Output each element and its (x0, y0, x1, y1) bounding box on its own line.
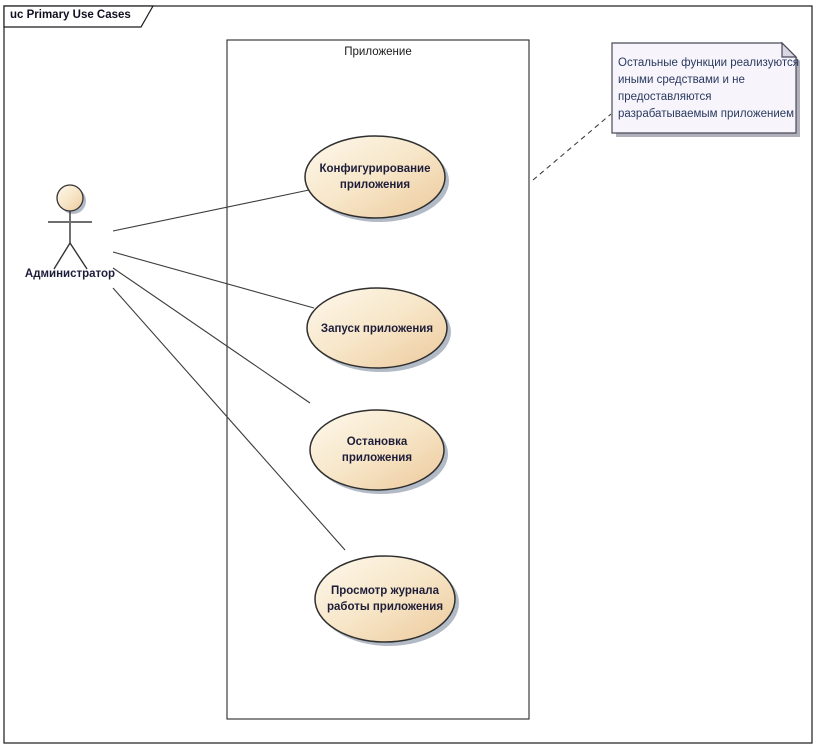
usecase-start-label: Запуск приложения (292, 320, 462, 337)
usecase-configure-application (304, 135, 446, 219)
usecase-configure-line2: приложения (339, 179, 411, 191)
usecase-view-log-line2: работы приложения (326, 601, 444, 613)
association-start-application (112, 251, 315, 309)
usecase-view-log-label: Просмотр журнала работы приложения (300, 582, 470, 616)
system-boundary-label: Приложение (344, 46, 412, 58)
note-text-line2: иными средствами и не (618, 74, 745, 86)
note-text-line4: разрабатываемым приложением (618, 108, 795, 120)
usecase-view-application-log (314, 555, 456, 643)
actor-label: Администратор (24, 268, 116, 280)
usecase-start-application (306, 287, 448, 369)
usecase-start-line1: Запуск приложения (320, 322, 434, 335)
actor-left-leg (53, 242, 71, 270)
association-stop-application (112, 267, 311, 404)
frame-title: uc Primary Use Cases (10, 9, 131, 21)
note-text-line3: предоставляются (618, 91, 712, 103)
usecase-stop-application (309, 409, 445, 491)
note-fold-corner (781, 41, 798, 58)
note-text: Остальные функции реализуются иными сред… (618, 55, 799, 123)
actor-administrator (48, 184, 92, 270)
usecase-view-log-line1: Просмотр журнала (331, 585, 439, 597)
association-configure-application (112, 189, 310, 232)
association-view-application-log (112, 287, 346, 551)
usecase-stop-line2: приложения (341, 452, 413, 464)
usecase-configure-label: Конфигурирование приложения (290, 160, 460, 194)
note-body (611, 42, 797, 134)
note-element (611, 41, 800, 137)
usecase-configure-line1: Конфигурирование (319, 163, 431, 175)
usecase-stop-label: Остановка приложения (292, 433, 462, 467)
actor-right-leg (69, 242, 88, 270)
diagram-frame-border (3, 5, 813, 744)
note-link-connector (532, 113, 612, 181)
frame-title-tab (3, 5, 155, 28)
actor-head (56, 184, 84, 212)
note-text-line1: Остальные функции реализуются (618, 57, 799, 69)
usecase-stop-line1: Остановка (346, 436, 408, 448)
